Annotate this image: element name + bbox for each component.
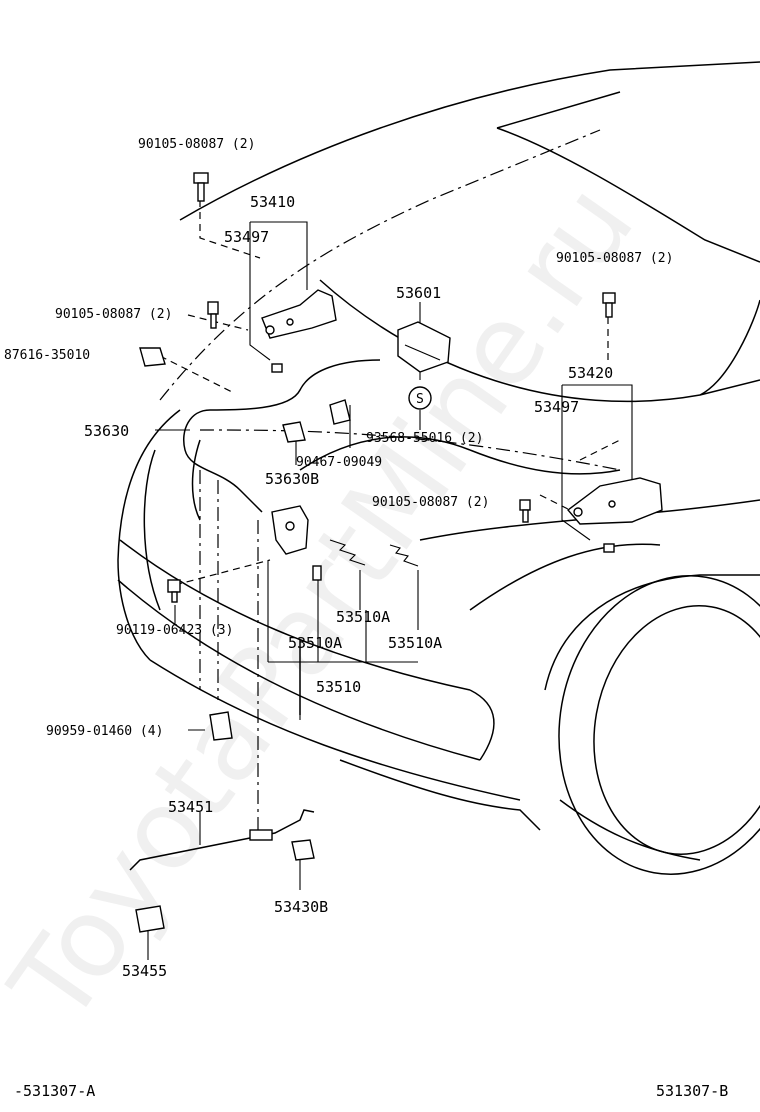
cushion-53430b-icon [291,839,315,861]
label-53451: 53451 [168,798,213,816]
parts: S [129,172,663,933]
label-87616-35010: 87616-35010 [4,348,90,363]
clamp-90467-icon [329,399,351,425]
label-53630b: 53630B [265,470,319,488]
clip-90959-icon [209,711,233,741]
spring-53510a-1 [329,539,366,566]
s-circle-text: S [416,392,424,407]
clamp-53630b-icon [282,421,306,443]
label-90105-08087-right: 90105-08087 (2) [372,495,489,510]
support-rod-53451 [129,809,315,871]
label-90119-06423: 90119-06423 (3) [116,623,233,638]
pad-53601-icon [397,321,451,373]
bolt-90105-left-icon [207,301,219,329]
label-53497-left: 53497 [224,228,269,246]
hood-lock-53510-icon [271,505,309,555]
label-53510a-2: 53510A [288,634,342,652]
part-labels: 90105-08087 (2) 53410 53497 90105-08087 … [4,137,673,980]
label-90467-09049: 90467-09049 [296,455,382,470]
label-53410: 53410 [250,193,295,211]
label-53601: 53601 [396,284,441,302]
holder-53455-icon [135,905,165,933]
label-53630: 53630 [84,422,129,440]
label-53497-right: 53497 [534,398,579,416]
label-90959-01460: 90959-01460 (4) [46,724,163,739]
car-body-outline [117,61,760,875]
bolt-90119-icon [167,579,181,603]
clip-87616-icon [139,347,166,367]
label-90105-08087-left: 90105-08087 (2) [55,307,172,322]
label-53510a-1: 53510A [336,608,390,626]
label-53510a-3: 53510A [388,634,442,652]
bolt-90105-right-top-icon [602,292,616,318]
cable-53630 [183,359,381,513]
footer-code-right: 531307-B [656,1082,728,1100]
label-90105-08087-right-top: 90105-08087 (2) [556,251,673,266]
label-53430b: 53430B [274,898,328,916]
footer-code-left: -531307-A [14,1082,95,1100]
label-53510: 53510 [316,678,361,696]
pin-53510a-icon [312,565,322,581]
label-90105-08087-top: 90105-08087 (2) [138,137,255,152]
spring-53510a-2 [389,544,419,567]
leader-lines [147,200,633,960]
s-circle-marker: S [408,386,432,410]
hinge-53420-icon [566,477,663,525]
label-93568-55016: 93568-55016 (2) [366,431,483,446]
rod-grommet-icon [249,829,273,841]
nut-53497-right-icon [603,543,615,553]
label-53455: 53455 [122,962,167,980]
label-53420: 53420 [568,364,613,382]
bolt-90105-right-icon [519,499,531,523]
bolt-90105-top-icon [193,172,209,202]
nut-53497-left-icon [271,363,283,373]
hinge-53410-icon [261,289,337,339]
